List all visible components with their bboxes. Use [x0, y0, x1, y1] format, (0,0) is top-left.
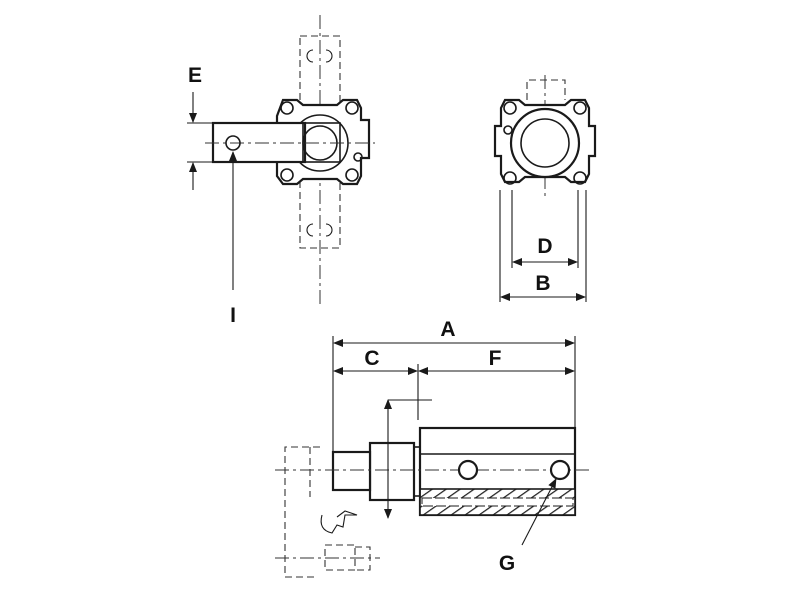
label-f: F — [489, 347, 502, 370]
bolt-hole — [280, 101, 294, 115]
rotation-arrow-icon — [320, 510, 358, 534]
label-g: G — [499, 552, 515, 575]
leader-g — [521, 478, 557, 546]
bolt-hole — [503, 101, 517, 115]
pivot-symbol-bottom — [306, 223, 333, 237]
side-view: A C F G — [275, 318, 590, 578]
label-a: A — [440, 318, 455, 341]
label-b: B — [535, 272, 550, 295]
bolt-hole — [573, 171, 587, 185]
front-view: E I — [187, 15, 375, 327]
rod-end — [331, 450, 372, 492]
label-i: I — [230, 304, 236, 327]
mounting-hole — [549, 459, 571, 481]
bore-inner — [520, 118, 570, 168]
collar-step — [413, 446, 421, 497]
hidden-top — [526, 79, 566, 100]
arm-hole — [225, 135, 241, 151]
port — [503, 125, 513, 135]
bolt-hole — [503, 171, 517, 185]
mounting-hole — [457, 459, 479, 481]
collar — [368, 441, 416, 502]
bolt-hole — [280, 168, 294, 182]
bolt-hole — [573, 101, 587, 115]
label-d: D — [537, 235, 552, 258]
label-c: C — [364, 347, 379, 370]
end-view: D B — [493, 75, 597, 302]
bolt-hole — [345, 101, 359, 115]
hidden-arm — [284, 446, 320, 578]
label-e: E — [188, 64, 202, 87]
port — [353, 152, 363, 162]
bolt-hole — [345, 168, 359, 182]
section-bore — [421, 497, 574, 507]
pivot-symbol-top — [306, 49, 333, 63]
